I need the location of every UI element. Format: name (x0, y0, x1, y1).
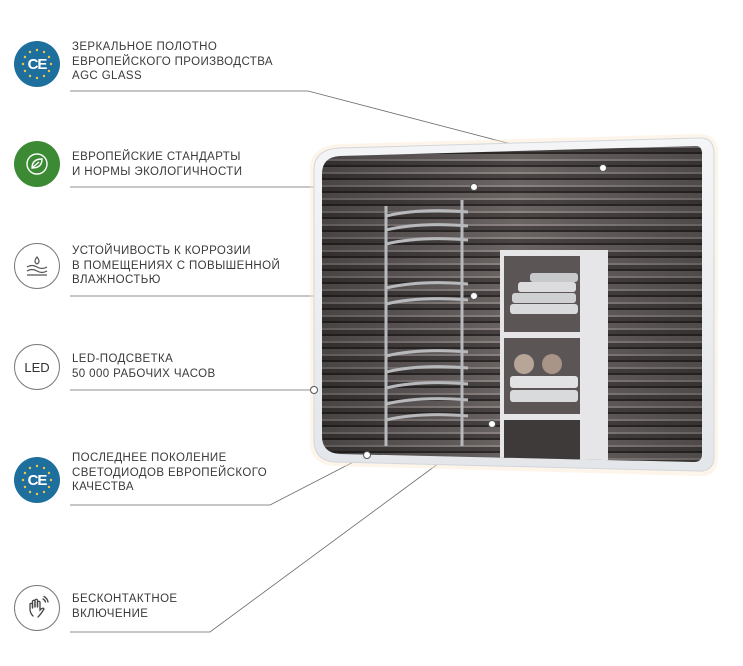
feature-text: ЕВРОПЕЙСКИЕ СТАНДАРТЫ И НОРМЫ ЭКОЛОГИЧНО… (72, 151, 243, 178)
callout-dot-touchless (488, 420, 496, 428)
ce-icon: CE (14, 457, 60, 503)
led-icon: LED (14, 344, 60, 390)
feature-led-generation: CE ПОСЛЕДНЕЕ ПОКОЛЕНИЕ СВЕТОДИОДОВ ЕВРОП… (14, 452, 267, 503)
callout-dot-generation (363, 451, 371, 459)
feature-text: БЕСКОНТАКТНОЕ ВКЛЮЧЕНИЕ (72, 593, 178, 620)
towel-rail (384, 200, 469, 446)
callout-dot-glass (599, 164, 607, 172)
callout-dot-led (310, 386, 318, 394)
ce-icon: CE (14, 41, 60, 87)
feature-eco-standards: ЕВРОПЕЙСКИЕ СТАНДАРТЫ И НОРМЫ ЭКОЛОГИЧНО… (14, 141, 242, 187)
feature-text: LED-ПОДСВЕТКА 50 000 РАБОЧИХ ЧАСОВ (72, 353, 216, 380)
mirror-image (310, 133, 718, 477)
leaf-icon (14, 141, 60, 187)
feature-text: УСТОЙЧИВОСТЬ К КОРРОЗИИ В ПОМЕЩЕНИЯХ С П… (72, 245, 281, 286)
feature-mirror-glass: CE ЗЕРКАЛЬНОЕ ПОЛОТНО ЕВРОПЕЙСКОГО ПРОИЗ… (14, 41, 273, 87)
callout-dot-eco (470, 183, 478, 191)
feature-corrosion: УСТОЙЧИВОСТЬ К КОРРОЗИИ В ПОМЕЩЕНИЯХ С П… (14, 243, 280, 289)
feature-led-backlight: LED LED-ПОДСВЕТКА 50 000 РАБОЧИХ ЧАСОВ (14, 344, 215, 390)
bathroom-shelf (500, 250, 608, 460)
feature-text: ПОСЛЕДНЕЕ ПОКОЛЕНИЕ СВЕТОДИОДОВ ЕВРОПЕЙС… (72, 452, 268, 493)
hand-wave-icon (14, 585, 60, 631)
feature-touchless: БЕСКОНТАКТНОЕ ВКЛЮЧЕНИЕ (14, 585, 177, 631)
moisture-icon (14, 243, 60, 289)
callout-dot-corrosion (470, 292, 478, 300)
feature-text: ЗЕРКАЛЬНОЕ ПОЛОТНО ЕВРОПЕЙСКОГО ПРОИЗВОД… (72, 41, 273, 82)
mirror-illustration (300, 128, 732, 480)
